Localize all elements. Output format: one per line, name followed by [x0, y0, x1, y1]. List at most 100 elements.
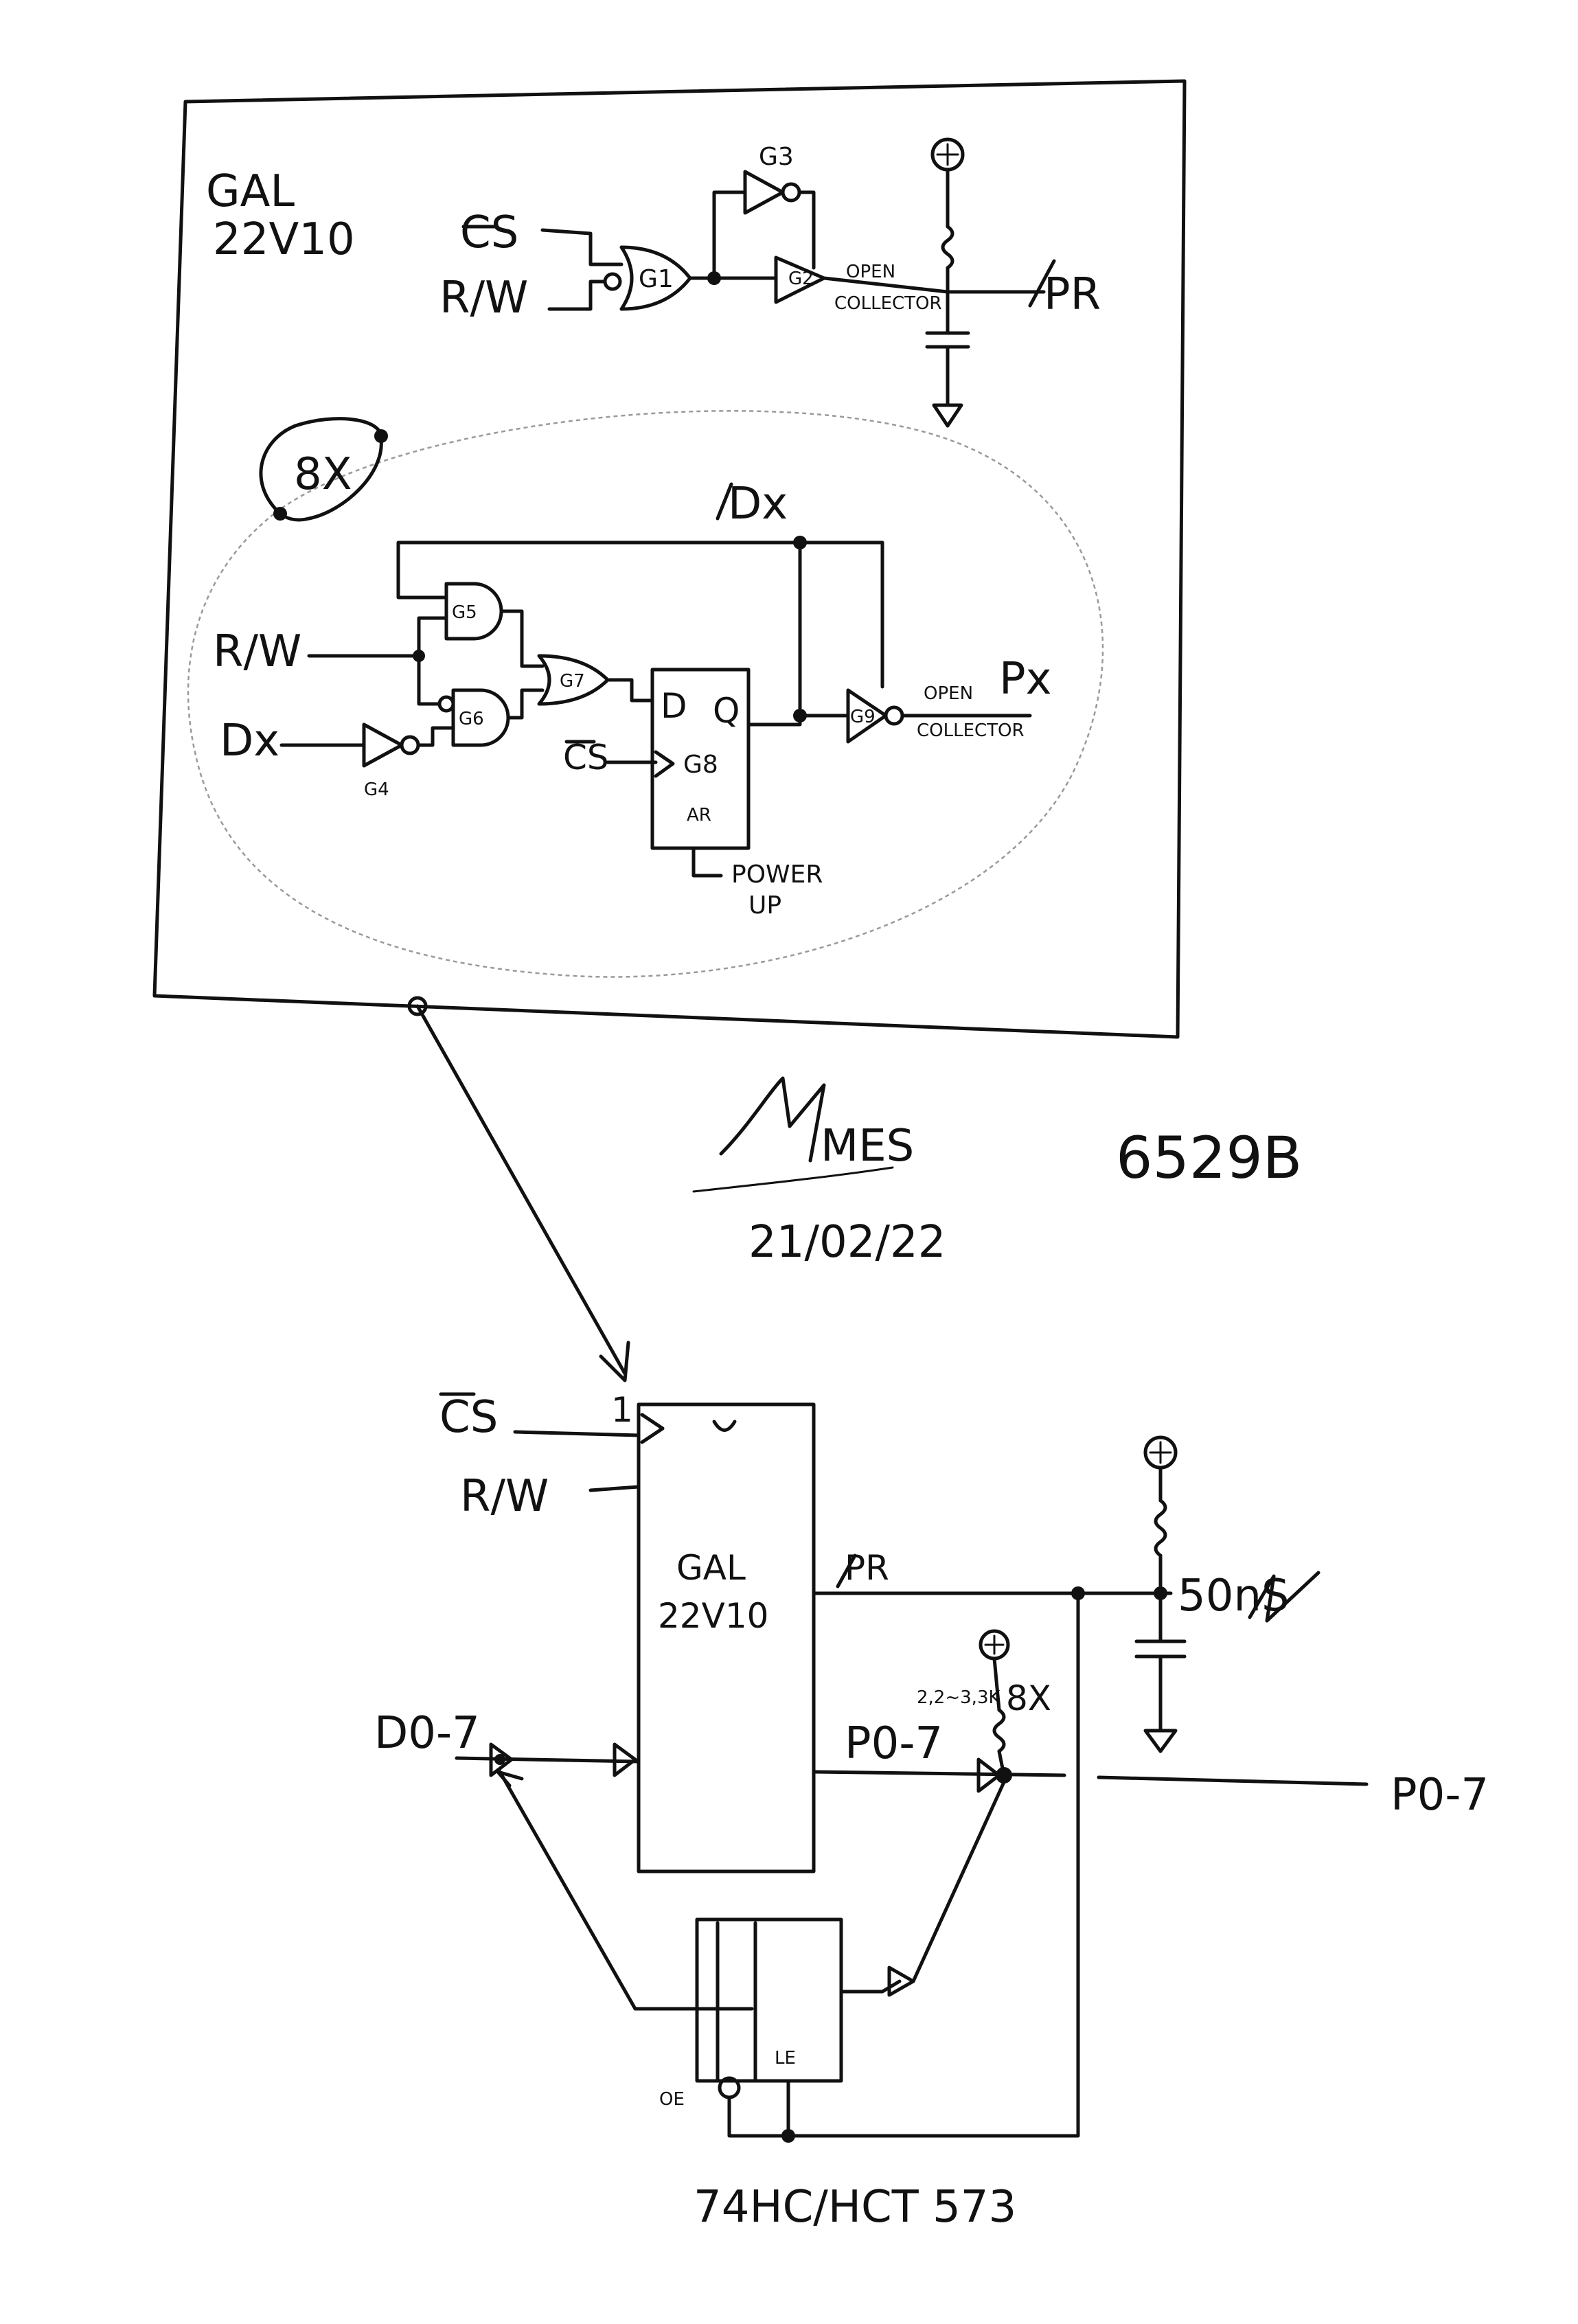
signature-mark [692, 1076, 894, 1193]
signature-name: MES [821, 1121, 914, 1172]
d07-bus [455, 1756, 641, 1764]
g6-label: G6 [459, 709, 484, 729]
g5-out-wire [499, 609, 545, 668]
g8-label: G8 [683, 751, 718, 779]
ff-ar-label: AR [687, 805, 711, 825]
gal-clock-mark [640, 1413, 665, 1444]
d07-label: D0-7 [374, 1708, 480, 1759]
open-collector-2b: COLLECTOR [917, 720, 1025, 741]
gal-d-input-marker [613, 1742, 637, 1777]
pullup-wire-3 [992, 1656, 1001, 1712]
p07-inner-label: P0-7 [845, 1718, 943, 1769]
g9-feedback-wire [798, 540, 884, 689]
g9-inverter [846, 688, 888, 744]
ff-clock-mark [654, 750, 675, 778]
p07-inner-bus [812, 1770, 1066, 1777]
g3-buffer [743, 170, 785, 215]
rw3-wire [588, 1485, 641, 1492]
g6-and-gate [451, 688, 510, 747]
inner-chip-label-2: 22V10 [213, 214, 355, 265]
cs3-label: CS [439, 1392, 498, 1443]
cs-input-label: CS [460, 207, 518, 258]
open-collector-2a: OPEN [924, 683, 973, 704]
g3-bubble [781, 182, 801, 203]
rw-wire [547, 280, 606, 311]
dx-input-label: Dx [220, 716, 279, 766]
gal-chip [637, 1402, 816, 1873]
cs3-wire [513, 1430, 641, 1437]
pr-label-inner: PR [1044, 269, 1101, 320]
power-up-label-1: POWER [731, 861, 823, 889]
latch-le-label: LE [775, 2048, 796, 2069]
g2-label: G2 [788, 269, 814, 289]
g8-flipflop [650, 668, 751, 850]
g5-label: G5 [452, 602, 477, 623]
g4-inverter [362, 722, 404, 768]
g3-out-wire [797, 190, 816, 270]
q-out-wire [746, 540, 802, 727]
latch-part-label: 74HC/HCT 573 [694, 2182, 1016, 2233]
le-junction [781, 2129, 795, 2143]
g4-bubble [400, 735, 420, 755]
p07-out-bus [1097, 1775, 1369, 1786]
rw2-junction [413, 650, 425, 662]
pullup-resistor-3 [992, 1708, 1006, 1753]
ff-d-label: D [661, 686, 687, 726]
d07-bus-buffer [489, 1742, 514, 1777]
power-up-wire [691, 846, 723, 878]
g9-label: G9 [850, 707, 876, 727]
oe-le-to-pr-wire [727, 1591, 1080, 2138]
g3-label: G3 [759, 143, 794, 171]
q-feedback-wire [396, 540, 802, 600]
g2-out-wire [822, 276, 950, 294]
rw2-wire [307, 616, 448, 658]
ground-symbol-2 [1143, 1729, 1178, 1753]
g6-rw-bubble [437, 695, 455, 713]
cs-wire [540, 228, 624, 266]
gal-chip-notch [712, 1420, 737, 1432]
resistor-value-label: 2,2~3,3K [917, 1687, 1000, 1708]
rw-input-label: R/W [439, 273, 528, 323]
g5-and-gate [444, 582, 503, 641]
multiplier-label: 8X [294, 449, 352, 500]
px-label: Px [999, 654, 1051, 705]
gal-label-2: 22V10 [658, 1596, 768, 1636]
resistor-count-label: 8X [1006, 1678, 1051, 1718]
g7-out-wire [606, 678, 654, 703]
callout-arrow-line [415, 1004, 627, 1376]
bitcell-boundary [187, 410, 1104, 978]
latch-d-wire [498, 1770, 754, 2011]
multiplier-dot-2 [374, 429, 388, 443]
g2-buffer [774, 255, 826, 304]
pullup-resistor-2 [1154, 1499, 1167, 1558]
g6-out-wire [506, 688, 545, 720]
rc-pulse-mark [1248, 1571, 1320, 1623]
callout-arrowhead [599, 1341, 630, 1382]
g1-or-gate [619, 245, 692, 311]
multiplier-dot-1 [273, 507, 287, 521]
part-number: 6529B [1116, 1124, 1302, 1192]
latch-out-buffer [887, 1966, 915, 1997]
pin1-label: 1 [611, 1390, 633, 1430]
dx-top-overbar [716, 482, 733, 521]
d07-junction [494, 1754, 505, 1765]
callout-origin [407, 996, 428, 1016]
pr-overbar [1028, 259, 1056, 308]
p07-bus-buffer [976, 1757, 1001, 1793]
ff-q-label: Q [713, 691, 740, 731]
gal-label-1: GAL [676, 1548, 746, 1588]
g1-label: G1 [639, 265, 674, 293]
dx-top-label: Dx [728, 479, 788, 529]
rw2-to-g6 [417, 654, 442, 706]
g4-out-wire [416, 726, 455, 747]
latch-to-p07 [911, 1780, 1006, 1983]
p07-out-label: P0-7 [1391, 1770, 1489, 1821]
latch-oe-label: OE [659, 2089, 685, 2110]
pr2-overbar [836, 1553, 857, 1588]
pr-label-outer: PR [845, 1548, 889, 1588]
g7-label: G7 [560, 671, 585, 692]
cs2-label: CS [563, 738, 609, 777]
signature-date: 21/02/22 [748, 1217, 946, 1268]
